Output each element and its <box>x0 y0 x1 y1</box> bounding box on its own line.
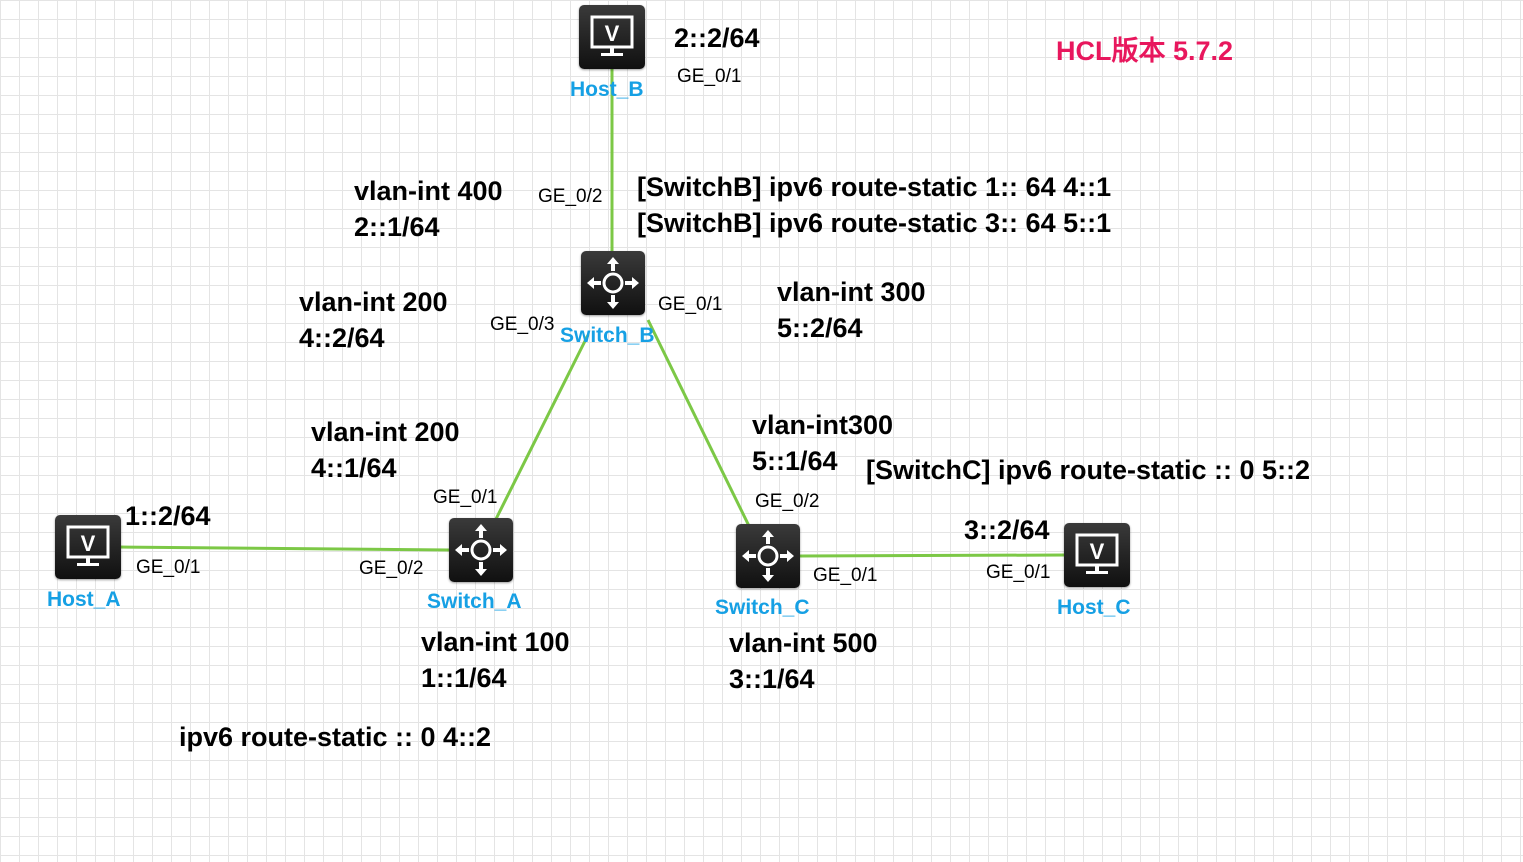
terminal-icon: V <box>66 525 110 566</box>
l3-switch-icon <box>587 257 639 309</box>
terminal-icon: V <box>590 15 634 56</box>
host-b-port: GE_0/1 <box>677 66 742 87</box>
vlan-label: vlan-int 500 <box>729 628 878 658</box>
switch-c-route: [SwitchC] ipv6 route-static :: 0 5::2 <box>866 455 1311 485</box>
host-c-ip: 3::2/64 <box>964 515 1050 545</box>
host-b-ip: 2::2/64 <box>674 23 760 53</box>
switch-b-name: Switch_B <box>560 324 655 347</box>
hcl-version-label: HCL版本 5.7.2 <box>1056 36 1234 66</box>
switch-c-vlan300: vlan-int300 5::1/64 <box>752 407 893 479</box>
switch-b-device[interactable] <box>581 251 645 315</box>
host-c-name: Host_C <box>1057 596 1131 619</box>
route-line: [SwitchB] ipv6 route-static 3:: 64 5::1 <box>637 208 1112 238</box>
switch-a-port-switch-b: GE_0/1 <box>433 487 498 508</box>
link-switchc-hostc[interactable] <box>799 553 1067 558</box>
switch-c-name: Switch_C <box>715 596 810 619</box>
vlan-label: vlan-int 200 <box>311 417 460 447</box>
terminal-icon: V <box>1075 533 1119 574</box>
l3-switch-icon <box>742 530 794 582</box>
switch-b-port-switch-a: GE_0/3 <box>490 314 555 335</box>
switch-b-vlan400: vlan-int 400 2::1/64 <box>354 173 503 245</box>
vlan-ip: 5::2/64 <box>777 313 863 343</box>
switch-b-vlan300: vlan-int 300 5::2/64 <box>777 274 926 346</box>
switch-a-vlan200: vlan-int 200 4::1/64 <box>311 414 460 486</box>
host-a-port: GE_0/1 <box>136 557 201 578</box>
switch-c-port-switch-b: GE_0/2 <box>755 491 820 512</box>
vlan-ip: 3::1/64 <box>729 664 815 694</box>
vlan-label: vlan-int 200 <box>299 287 448 317</box>
switch-c-port-host: GE_0/1 <box>813 565 878 586</box>
vlan-ip: 5::1/64 <box>752 446 838 476</box>
svg-text:V: V <box>605 21 620 46</box>
host-a-name: Host_A <box>47 588 121 611</box>
host-b-device[interactable]: V <box>579 5 645 69</box>
vlan-ip: 4::2/64 <box>299 323 385 353</box>
host-a-ip: 1::2/64 <box>125 501 211 531</box>
vlan-label: vlan-int 400 <box>354 176 503 206</box>
vlan-ip: 2::1/64 <box>354 212 440 242</box>
switch-c-device[interactable] <box>736 524 800 588</box>
switch-a-port-host: GE_0/2 <box>359 558 424 579</box>
host-c-port: GE_0/1 <box>986 562 1051 583</box>
vlan-ip: 4::1/64 <box>311 453 397 483</box>
vlan-label: vlan-int300 <box>752 410 894 440</box>
host-b-name: Host_B <box>570 78 644 101</box>
link-switchb-switchc[interactable] <box>646 319 752 529</box>
switch-c-vlan500: vlan-int 500 3::1/64 <box>729 625 878 697</box>
svg-text:V: V <box>1090 539 1105 564</box>
switch-b-port-host: GE_0/2 <box>538 186 603 207</box>
switch-b-routes: [SwitchB] ipv6 route-static 1:: 64 4::1 … <box>637 169 1111 241</box>
switch-a-route: ipv6 route-static :: 0 4::2 <box>179 722 492 752</box>
switch-b-vlan200: vlan-int 200 4::2/64 <box>299 284 448 356</box>
host-c-device[interactable]: V <box>1064 523 1130 587</box>
svg-text:V: V <box>81 531 96 556</box>
switch-b-port-switch-c: GE_0/1 <box>658 294 723 315</box>
link-hosta-switcha[interactable] <box>117 545 451 552</box>
vlan-label: vlan-int 100 <box>421 627 570 657</box>
switch-a-device[interactable] <box>449 518 513 582</box>
switch-a-name: Switch_A <box>427 590 522 613</box>
host-a-device[interactable]: V <box>55 515 121 579</box>
vlan-ip: 1::1/64 <box>421 663 507 693</box>
link-switchb-switcha[interactable] <box>490 334 590 528</box>
route-line: [SwitchB] ipv6 route-static 1:: 64 4::1 <box>637 172 1112 202</box>
vlan-label: vlan-int 300 <box>777 277 926 307</box>
l3-switch-icon <box>455 524 507 576</box>
switch-a-vlan100: vlan-int 100 1::1/64 <box>421 624 570 696</box>
